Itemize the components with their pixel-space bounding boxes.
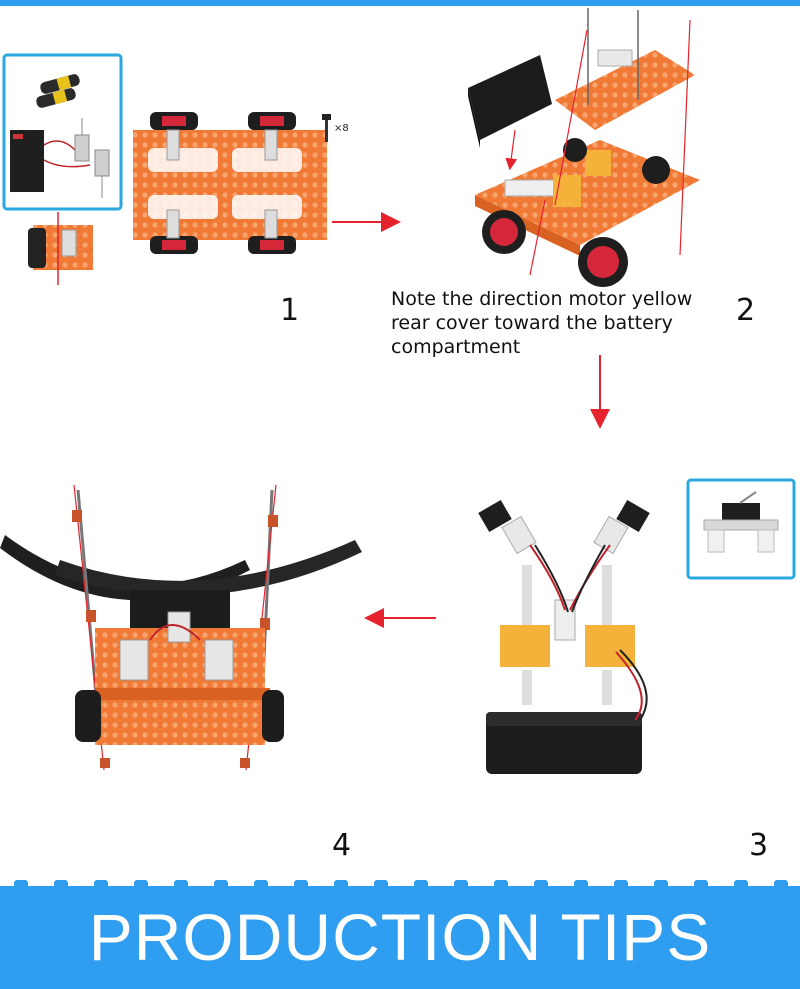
step-number-2: 2 — [736, 293, 756, 328]
motor-icon — [74, 118, 110, 198]
battery-box-icon — [10, 130, 44, 192]
banner-title: PRODUCTION TIPS — [88, 900, 712, 974]
battery-icon — [36, 74, 80, 108]
assembly-illustrations: ×8 — [0, 8, 796, 774]
step1-parts-inset — [2, 53, 123, 211]
step1-chassis — [133, 112, 327, 254]
banner-puzzle-edge — [0, 880, 800, 894]
step1-side-view — [28, 212, 93, 285]
step4-finished-robot — [0, 484, 362, 771]
screw-icon — [322, 114, 331, 142]
top-accent-bar — [0, 0, 800, 6]
step-number-3: 3 — [749, 828, 769, 863]
step2-exploded-chassis — [468, 8, 700, 287]
production-tips-banner: PRODUCTION TIPS — [0, 880, 800, 989]
step3-motor-assembly — [478, 499, 650, 774]
step-number-4: 4 — [332, 828, 352, 863]
screw-quantity: ×8 — [334, 123, 349, 134]
step3-switch-inset — [686, 478, 796, 580]
step2-direction-note: Note the direction motor yellow rear cov… — [391, 288, 693, 358]
step-number-1: 1 — [280, 293, 300, 328]
